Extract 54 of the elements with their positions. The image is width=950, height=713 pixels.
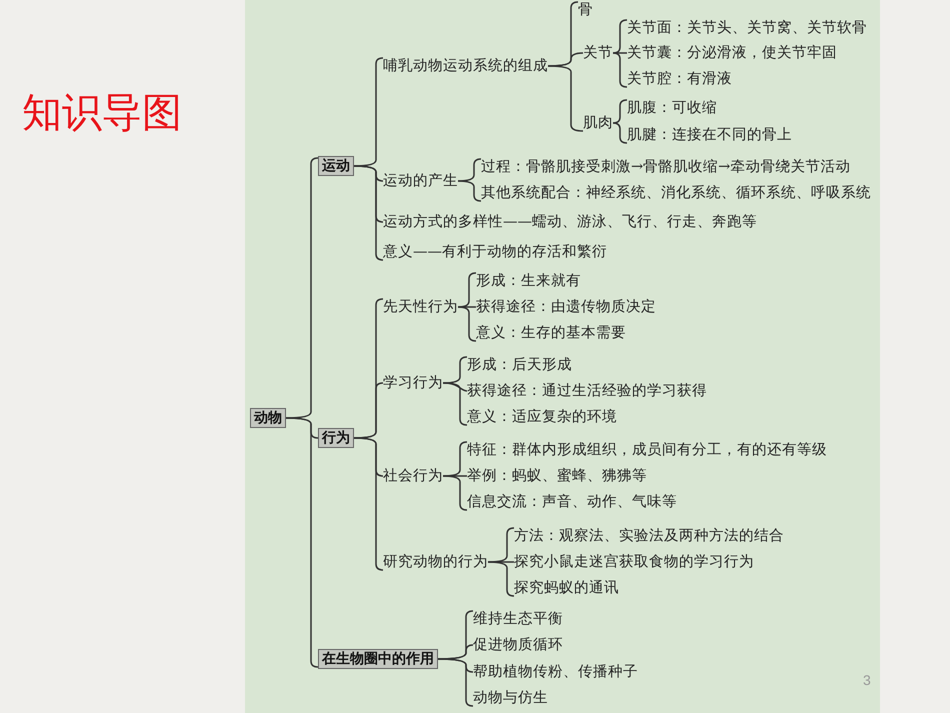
item-text: 社会行为 [383, 467, 443, 485]
brace [354, 165, 384, 261]
item-text: 探究小鼠走迷宫获取食物的学习行为 [514, 553, 754, 571]
item-text: 信息交流：声音、动作、气味等 [467, 493, 677, 511]
page-number: 3 [863, 672, 871, 688]
item-text: 关节面：关节头、关节窝、关节软骨 [627, 19, 867, 37]
item-text: 获得途径：通过生活经验的学习获得 [467, 382, 707, 400]
item-text: 获得途径：由遗传物质决定 [476, 298, 656, 316]
item-text: 其他系统配合：神经系统、消化系统、循环系统、呼吸系统 [481, 184, 871, 202]
item-text: 动物与仿生 [473, 689, 548, 707]
item-text: 运动的产生 [383, 172, 458, 190]
item-text: 方法：观察法、实验法及两种方法的结合 [514, 527, 784, 545]
title: 知识导图 [22, 89, 182, 138]
item-text: 意义——有利于动物的存活和繁衍 [383, 243, 607, 261]
item-text: 肌肉 [583, 114, 613, 132]
item-text: 哺乳动物运动系统的组成 [383, 57, 548, 75]
item-text: 特征：群体内形成组织，成员间有分工，有的还有等级 [467, 441, 827, 459]
topic-box: 行为 [318, 428, 354, 448]
brace [442, 441, 468, 477]
item-text: 意义：适应复杂的环境 [467, 408, 617, 426]
brace [548, 52, 584, 67]
brace [438, 644, 474, 660]
brace [354, 382, 384, 439]
brace [458, 306, 476, 342]
item-text: 意义：生存的基本需要 [476, 324, 626, 342]
item-text: 关节腔：有滑液 [627, 70, 732, 88]
item-text: 研究动物的行为 [383, 553, 488, 571]
item-text: 骨 [578, 1, 593, 19]
brace [458, 180, 482, 202]
brace [612, 52, 628, 88]
item-text: 肌腹：可收缩 [627, 99, 717, 117]
item-text: 帮助植物传粉、传播种子 [473, 663, 638, 681]
item-text: 肌腱：连接在不同的骨上 [627, 126, 792, 144]
item-text: 形成：后天形成 [467, 356, 572, 374]
brace [354, 57, 384, 167]
item-text: 探究蚂蚁的通讯 [514, 579, 619, 597]
brace [442, 382, 468, 426]
topic-box: 运动 [318, 156, 354, 176]
brace [612, 99, 628, 124]
item-text: 先天性行为 [383, 298, 458, 316]
brace [458, 158, 482, 182]
item-text: 关节囊：分泌滑液，使关节牢固 [627, 44, 837, 62]
item-text: 形成：生来就有 [476, 272, 581, 290]
item-text: 促进物质循环 [473, 636, 563, 654]
item-text: 过程：骨骼肌接受刺激→骨骼肌收缩→牵动骨绕关节活动 [481, 158, 850, 176]
item-text: 举例：蚂蚁、蜜蜂、狒狒等 [467, 467, 647, 485]
item-text: 运动方式的多样性——蠕动、游泳、飞行、行走、奔跑等 [383, 213, 757, 231]
topic-box: 动物 [250, 408, 286, 428]
item-text: 学习行为 [383, 374, 443, 392]
item-text: 关节 [583, 44, 613, 62]
brace [612, 122, 628, 144]
item-text: 维持生态平衡 [473, 610, 563, 628]
topic-box: 在生物圈中的作用 [318, 649, 438, 669]
brace [442, 356, 468, 384]
